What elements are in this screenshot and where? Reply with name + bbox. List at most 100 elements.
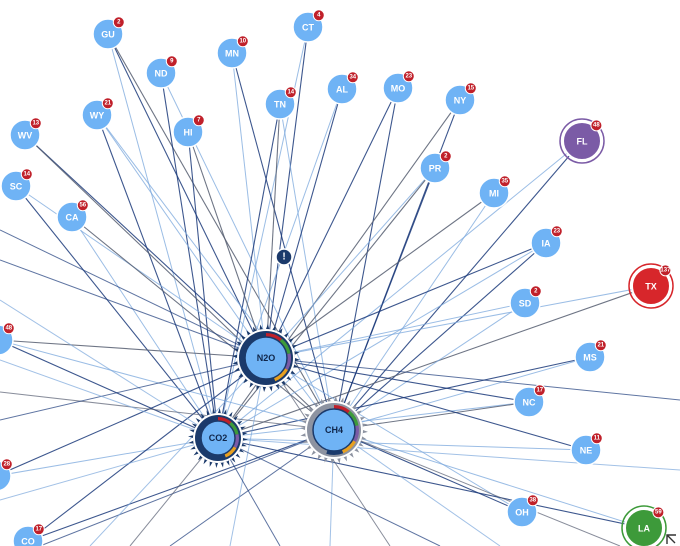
state-node-label: MI [489,189,499,199]
state-node-label: CA [66,213,79,223]
edge [333,401,530,431]
state-node-label: FL [577,137,588,147]
state-node-label: TN [274,100,286,110]
count-badge-label: 59 [655,509,662,515]
state-node-edge_l1[interactable]: 48 [0,322,15,356]
state-node-edge_l2[interactable]: 28 [0,458,13,492]
edge [333,167,436,431]
state-node-circle [624,508,664,546]
edge [187,131,219,439]
count-badge-label: 10 [239,38,246,44]
edge [89,357,267,546]
count-badge-label: 21 [104,100,111,106]
hub-core [312,408,356,452]
count-badge [594,339,607,352]
edge [265,88,343,359]
edge [333,429,501,546]
edge [0,357,267,421]
edge [39,429,335,546]
count-badge-label: 28 [3,461,10,467]
edge [217,437,680,471]
edge-layer [0,26,652,542]
edge [217,167,436,439]
edge [96,114,267,359]
state-node-nd[interactable]: ND9 [145,55,178,89]
state-node-wy[interactable]: WY 21 [81,97,114,131]
state-node-pr[interactable]: PR2 [419,150,452,184]
edge [265,26,309,359]
state-node-label: MO [391,84,406,94]
count-badge-label: 11 [594,435,601,441]
count-badge [659,264,672,277]
state-node-ct[interactable]: CT4 [292,9,325,43]
count-badge [20,168,33,181]
edge [27,429,335,542]
edge [0,359,219,439]
edge [0,391,335,431]
hub-node-n2o[interactable]: N2O [232,324,300,392]
state-node-label: NY [454,96,467,106]
edge [107,33,219,439]
edge [217,103,281,439]
edge [0,340,335,431]
edge [265,192,495,359]
state-node-circle [562,121,602,161]
state-node-hi[interactable]: HI7 [172,114,205,148]
count-badge-label: 21 [597,342,604,348]
info-node[interactable]: ! [275,248,293,266]
state-node-label: CO [21,537,35,546]
count-badge-label: 34 [349,74,356,80]
edge [0,299,219,439]
state-node-gu[interactable]: GU2 [92,16,125,50]
count-badge [529,285,542,298]
info-label: ! [282,252,285,263]
count-badge [652,506,665,519]
edge [0,229,267,359]
count-badge [29,117,42,130]
edge [333,302,526,431]
count-badge-label: 23 [553,228,560,234]
edge [279,103,335,431]
hub-node-co2[interactable]: CO2 [188,408,248,468]
edge [27,357,267,542]
hub-label: N2O [257,353,276,363]
count-badge [590,119,603,132]
edge [217,437,645,529]
state-node-sd[interactable]: SD2 [509,285,542,319]
edge [217,99,461,439]
count-badge [0,458,13,471]
edge [0,339,267,359]
hub-core [244,336,288,380]
edge [0,259,267,359]
state-node-label: GU [101,30,115,40]
count-badge [284,86,297,99]
edge [187,131,267,359]
count-badge [533,384,546,397]
state-node-label: WY [90,111,105,121]
count-badge [498,175,511,188]
edge [24,134,267,359]
count-badge-label: 2 [444,153,448,159]
edge [0,437,219,476]
count-badge-label: 15 [467,85,474,91]
hub-node-ch4[interactable]: CH4 [300,396,368,464]
